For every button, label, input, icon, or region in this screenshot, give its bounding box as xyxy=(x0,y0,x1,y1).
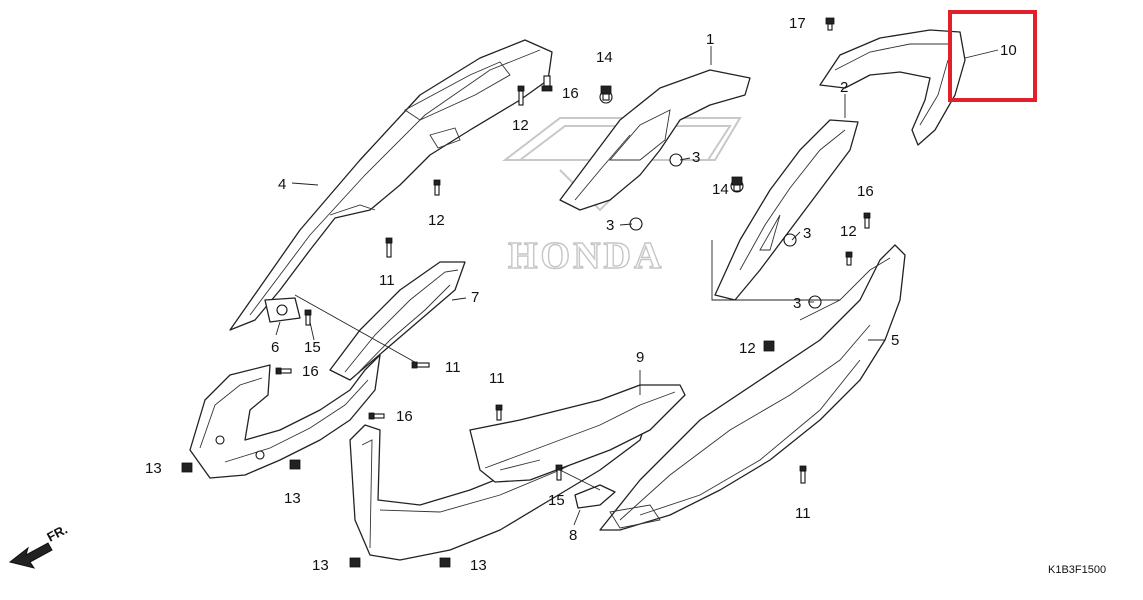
bolt-icon xyxy=(433,179,441,196)
arrow-left-icon xyxy=(8,542,53,569)
callout-14: 14 xyxy=(712,181,729,198)
bolt-icon xyxy=(411,361,430,369)
part-4-side-cover xyxy=(229,39,553,331)
callout-17: 17 xyxy=(789,15,806,32)
part-6-bracket xyxy=(264,297,301,323)
clip-icon xyxy=(349,557,361,568)
bolt-icon xyxy=(555,464,563,481)
callout-12: 12 xyxy=(512,117,529,134)
bolt-icon xyxy=(863,212,871,229)
clip-icon xyxy=(439,557,451,568)
callout-7: 7 xyxy=(471,289,479,306)
bolt-icon xyxy=(541,75,553,92)
callout-13: 13 xyxy=(312,557,329,574)
screw-icon xyxy=(825,17,835,31)
bolt-icon xyxy=(368,412,385,420)
callout-16: 16 xyxy=(562,85,579,102)
screw-icon xyxy=(600,85,612,101)
watermark-text: HONDA xyxy=(508,235,664,277)
highlight-box xyxy=(948,10,1037,102)
bolt-icon xyxy=(845,251,853,266)
callout-12: 12 xyxy=(840,223,857,240)
callout-8: 8 xyxy=(569,527,577,544)
bolt-icon xyxy=(304,309,312,326)
callout-3: 3 xyxy=(803,225,811,242)
part-8-clip xyxy=(574,484,616,509)
bolt-icon xyxy=(517,85,525,106)
callout-13: 13 xyxy=(145,460,162,477)
callout-5: 5 xyxy=(891,332,899,349)
clip-icon xyxy=(181,462,193,473)
callout-9: 9 xyxy=(636,349,644,366)
bolt-icon xyxy=(275,367,292,375)
callout-3: 3 xyxy=(793,295,801,312)
callout-11: 11 xyxy=(445,359,461,376)
callout-13: 13 xyxy=(284,490,301,507)
callout-16: 16 xyxy=(857,183,874,200)
clip-icon xyxy=(289,459,301,470)
diagram-code: K1B3F1500 xyxy=(1048,564,1106,576)
direction-label: FR. xyxy=(44,522,70,545)
callout-16: 16 xyxy=(396,408,413,425)
front-direction-indicator: FR. xyxy=(8,522,70,569)
bolt-icon xyxy=(799,465,807,484)
honda-watermark: HONDA xyxy=(502,117,742,278)
callout-1: 1 xyxy=(706,31,714,48)
callout-15: 15 xyxy=(304,339,321,356)
clip-icon xyxy=(763,340,775,352)
callout-6: 6 xyxy=(271,339,279,356)
callout-11: 11 xyxy=(489,370,505,387)
callout-14: 14 xyxy=(596,49,613,66)
part-9-center-trim xyxy=(469,384,686,483)
callout-11: 11 xyxy=(795,505,811,522)
bolt-icon xyxy=(495,404,503,421)
callout-11: 11 xyxy=(379,272,395,289)
leader-lines xyxy=(275,46,999,526)
lower-front-cover xyxy=(189,354,381,479)
callout-12: 12 xyxy=(428,212,445,229)
callout-13: 13 xyxy=(470,557,487,574)
part-5-side-cover-right xyxy=(599,244,906,531)
callout-3: 3 xyxy=(606,217,614,234)
callout-12: 12 xyxy=(739,340,756,357)
screw-icon xyxy=(731,176,743,192)
callout-labels: 1 2 3 3 3 3 4 5 6 7 8 9 10 11 11 11 11 1… xyxy=(145,15,1017,574)
callout-4: 4 xyxy=(278,176,286,193)
callout-15: 15 xyxy=(548,492,565,509)
callout-2: 2 xyxy=(840,79,848,96)
bolt-icon xyxy=(385,237,393,258)
callout-3: 3 xyxy=(692,149,700,166)
part-10-tail-cover xyxy=(819,29,966,146)
part-7-inner-frame xyxy=(329,261,466,381)
part-2-rear-grip xyxy=(714,119,859,309)
fasteners xyxy=(181,17,871,568)
callout-10: 10 xyxy=(1000,42,1017,59)
callout-16: 16 xyxy=(302,363,319,380)
